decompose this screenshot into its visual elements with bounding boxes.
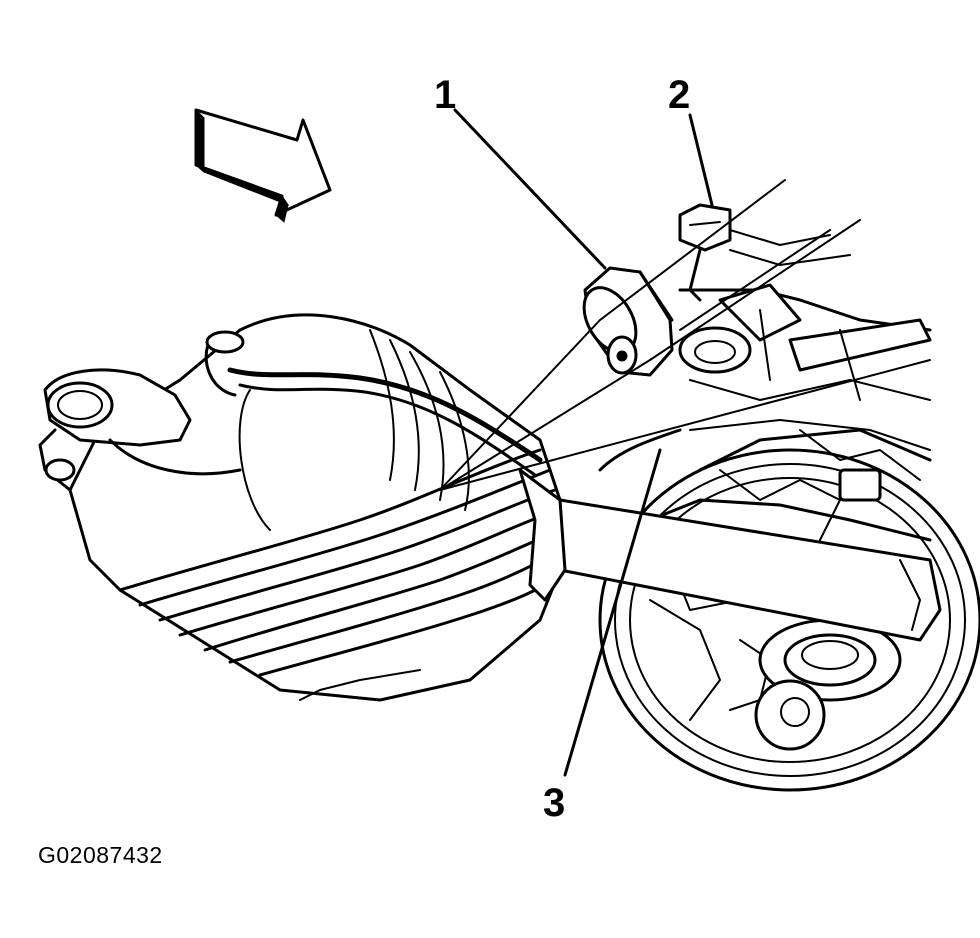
direction-arrow-icon [194,108,332,223]
callout-leaders [439,108,931,777]
callout-3-label: 3 [543,781,565,825]
rear-axle-assembly [558,283,980,792]
hanger-bracket [678,203,851,302]
muffler [38,313,562,702]
callout-2-label: 2 [668,73,690,117]
figure-code: G02087432 [38,842,163,868]
exhaust-strap [518,428,682,602]
insulator [582,266,674,377]
callout-1-label: 1 [434,73,456,117]
